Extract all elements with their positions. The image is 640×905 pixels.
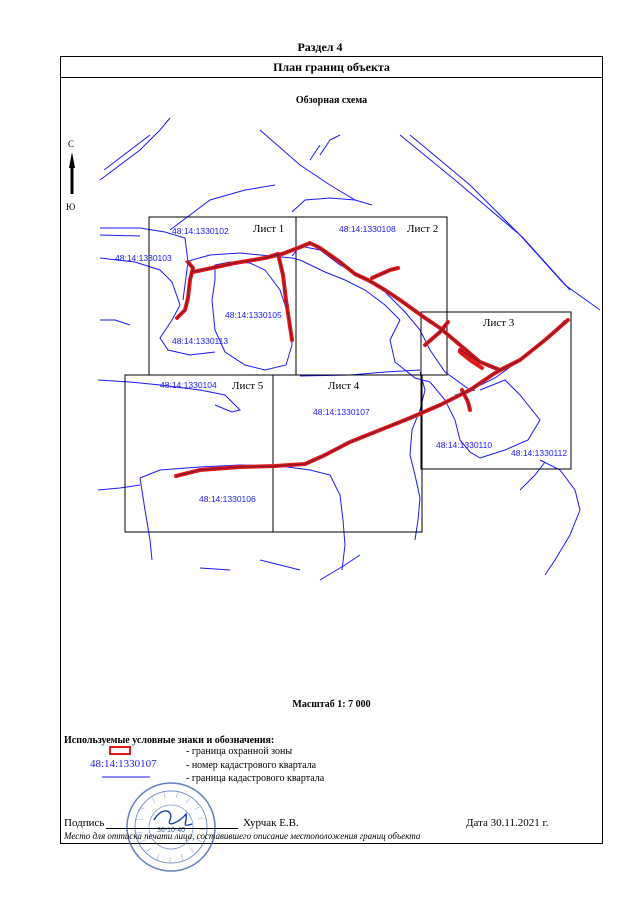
quarter-label-1330113: 48:14:1330113 xyxy=(172,336,228,346)
section-title: Раздел 4 xyxy=(297,40,343,54)
sheet-label-1: Лист 1 xyxy=(253,223,284,235)
stamp-icon: 36-10-40 xyxy=(126,782,216,872)
legend-quarter-border-label: - граница кадастрового квартала xyxy=(186,773,325,784)
quarter-label-1330110: 48:14:1330110 xyxy=(436,440,492,450)
quarter-label-1330107: 48:14:1330107 xyxy=(313,407,370,417)
quarter-label-1330106: 48:14:1330106 xyxy=(199,494,256,504)
quarter-label-1330103: 48:14:1330103 xyxy=(115,253,172,263)
quarter-label-1330112: 48:14:1330112 xyxy=(511,448,567,458)
quarter-label-1330104: 48:14:1330104 xyxy=(160,380,217,390)
sheet-label-4: Лист 4 xyxy=(328,380,360,392)
compass-north-label: С xyxy=(68,139,74,149)
zone-border-sample-icon xyxy=(109,746,131,755)
signature-label: Подпись xyxy=(64,817,105,829)
plan-title: План границ объекта xyxy=(60,56,603,78)
compass-south-label: Ю xyxy=(66,202,75,212)
signer-name: Хурчак Е.В. xyxy=(243,817,299,829)
legend-title: Используемые условные знаки и обозначени… xyxy=(64,735,275,746)
document-frame xyxy=(60,56,603,844)
overview-subtitle: Обзорная схема xyxy=(295,95,368,106)
quarter-border-sample-icon xyxy=(102,776,150,778)
sheet-label-2: Лист 2 xyxy=(407,223,438,235)
quarter-label-1330105: 48:14:1330105 xyxy=(225,310,282,320)
legend-quarter-number-sample: 48:14:1330107 xyxy=(90,758,157,770)
sheet-label-5: Лист 5 xyxy=(232,380,264,392)
stamp-center-number: 36-10-40 xyxy=(157,827,185,834)
north-arrow-icon: С Ю xyxy=(66,139,75,212)
map-scale: Масштаб 1: 7 000 xyxy=(292,699,371,710)
legend-quarter-number-label: - номер кадастрового квартала xyxy=(186,760,317,771)
sheet-label-3: Лист 3 xyxy=(483,317,515,329)
legend-zone-label: - граница охранной зоны xyxy=(186,746,293,757)
signature-line xyxy=(106,828,238,829)
quarter-borders xyxy=(97,117,601,581)
quarter-label-1330102: 48:14:1330102 xyxy=(172,226,229,236)
sheet-frames xyxy=(124,216,572,533)
stamp-placement-note: Место для оттиска печати лица, составивш… xyxy=(64,831,421,841)
quarter-label-1330108: 48:14:1330108 xyxy=(339,224,396,234)
signature-date: Дата 30.11.2021 г. xyxy=(466,817,549,829)
protection-zone-line xyxy=(174,241,570,478)
